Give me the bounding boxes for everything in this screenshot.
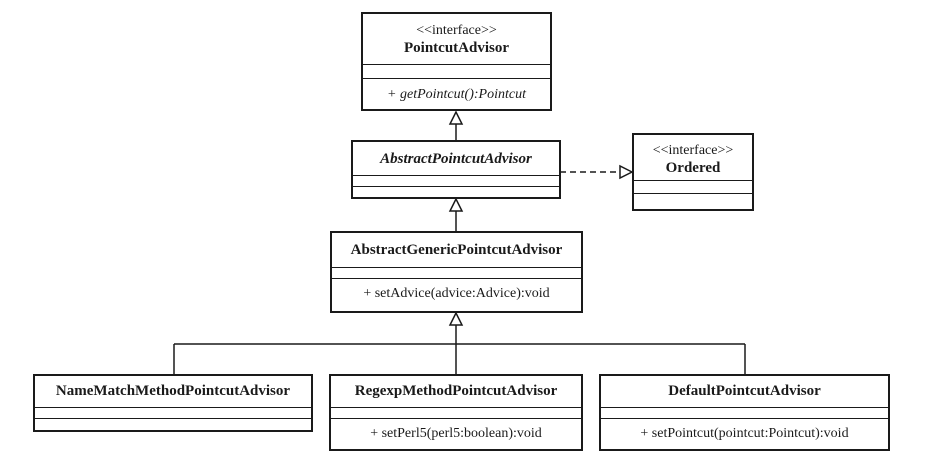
operations-section: + getPointcut():Pointcut <box>363 79 550 104</box>
operations-section <box>35 419 311 430</box>
class-regexp-method-pointcut-advisor: RegexpMethodPointcutAdvisor + setPerl5(p… <box>329 374 583 451</box>
operation-label: + setAdvice(advice:Advice):void <box>363 286 550 301</box>
operation-label: + setPointcut(pointcut:Pointcut):void <box>640 426 849 441</box>
stereotype-label: <<interface>> <box>416 23 497 38</box>
class-name: RegexpMethodPointcutAdvisor <box>354 383 558 399</box>
operation-label: + getPointcut():Pointcut <box>387 87 526 102</box>
class-name: AbstractPointcutAdvisor <box>380 151 532 167</box>
operations-section: + setPerl5(perl5:boolean):void <box>331 419 581 443</box>
class-default-pointcut-advisor: DefaultPointcutAdvisor + setPointcut(poi… <box>599 374 890 451</box>
class-header: NameMatchMethodPointcutAdvisor <box>35 376 311 408</box>
attributes-section <box>332 268 581 279</box>
generalization-arrowhead <box>448 311 464 326</box>
generalization-arrowhead <box>448 197 464 212</box>
class-name-match-method-pointcut-advisor: NameMatchMethodPointcutAdvisor <box>33 374 313 432</box>
class-abstract-generic-pointcut-advisor: AbstractGenericPointcutAdvisor + setAdvi… <box>330 231 583 313</box>
class-header: DefaultPointcutAdvisor <box>601 376 888 408</box>
operation-label: + setPerl5(perl5:boolean):void <box>370 426 542 441</box>
attributes-section <box>634 181 752 194</box>
class-header: <<interface>> PointcutAdvisor <box>363 14 550 65</box>
class-abstract-pointcut-advisor: AbstractPointcutAdvisor <box>351 140 561 199</box>
class-pointcut-advisor: <<interface>> PointcutAdvisor + getPoint… <box>361 12 552 111</box>
stereotype-label: <<interface>> <box>652 143 734 158</box>
class-name: Ordered <box>665 160 721 176</box>
class-header: <<interface>> Ordered <box>634 135 752 181</box>
generalization-arrowhead <box>448 110 464 125</box>
operations-section: + setPointcut(pointcut:Pointcut):void <box>601 419 888 443</box>
class-name: AbstractGenericPointcutAdvisor <box>350 242 563 258</box>
attributes-section <box>601 408 888 419</box>
attributes-section <box>35 408 311 419</box>
class-ordered: <<interface>> Ordered <box>632 133 754 211</box>
attributes-section <box>353 176 559 187</box>
operations-section <box>634 194 752 207</box>
attributes-section <box>331 408 581 419</box>
class-header: RegexpMethodPointcutAdvisor <box>331 376 581 408</box>
operations-section <box>353 187 559 197</box>
class-name: NameMatchMethodPointcutAdvisor <box>55 383 291 399</box>
class-name: DefaultPointcutAdvisor <box>668 383 821 399</box>
operations-section: + setAdvice(advice:Advice):void <box>332 279 581 303</box>
class-header: AbstractGenericPointcutAdvisor <box>332 233 581 268</box>
class-name: PointcutAdvisor <box>404 40 509 56</box>
realization-arrowhead <box>619 164 634 180</box>
class-header: AbstractPointcutAdvisor <box>353 142 559 176</box>
attributes-section <box>363 65 550 79</box>
